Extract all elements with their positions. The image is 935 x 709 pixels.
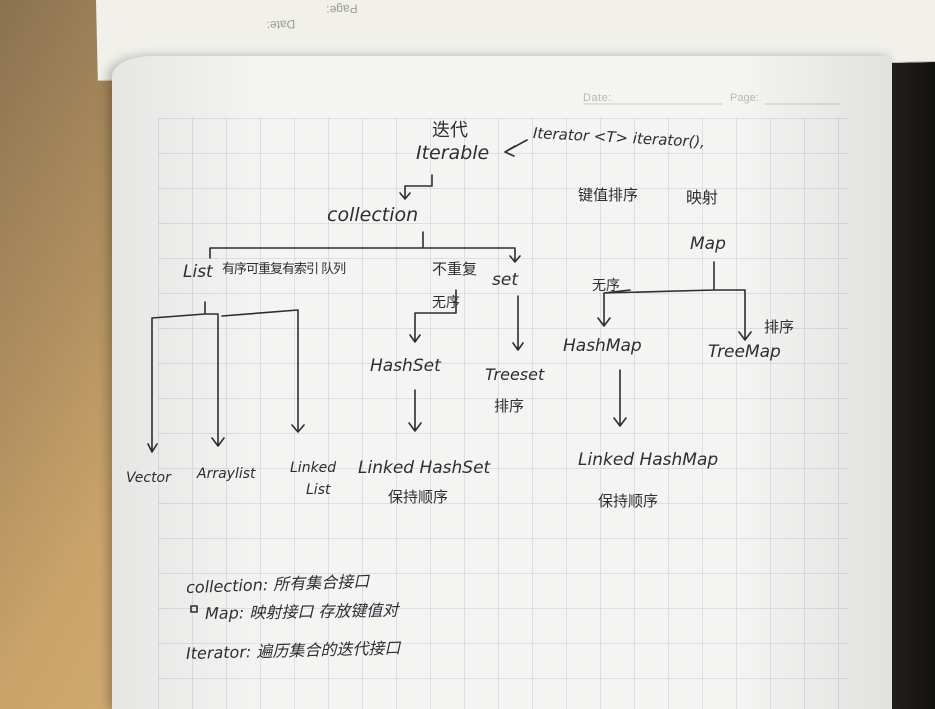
note-set: set	[492, 270, 518, 290]
note-linkedlist-2: List	[306, 482, 331, 498]
note-list-desc: 有序可重复有索引 队列	[222, 262, 346, 277]
note-treemap: TreeMap	[708, 342, 781, 362]
summary-bullet-box	[190, 605, 198, 613]
bracket-collection-children	[209, 231, 521, 263]
note-mapping: 映射	[686, 188, 719, 207]
note-linkedlist-1: Linked	[290, 460, 337, 476]
note-hashset: HashSet	[370, 356, 441, 376]
note-linkedhashset-note: 保持顺序	[388, 488, 449, 506]
note-treemap-sort: 排序	[764, 318, 795, 336]
note-kv-sort: 键值排序	[578, 186, 639, 204]
note-arraylist: Arraylist	[197, 466, 256, 482]
arrow-iterator-to-iterable	[504, 139, 528, 157]
note-collection: collection	[327, 204, 419, 226]
note-vector: Vector	[126, 470, 171, 486]
note-linkedhashmap-note: 保持顺序	[598, 492, 659, 510]
note-list: List	[183, 262, 213, 282]
date-label: Date:	[583, 92, 612, 104]
note-unordered-set: 无序	[432, 295, 460, 311]
grid-area	[158, 118, 848, 709]
note-unordered-map: 无序	[592, 278, 620, 294]
note-iterate: 迭代	[432, 120, 468, 141]
note-iterable: Iterable	[416, 142, 490, 164]
note-linkedhashset: Linked HashSet	[358, 458, 491, 478]
note-treeset: Treeset	[485, 365, 545, 384]
note-no-dup: 不重复	[432, 260, 478, 278]
arrow-hashmap-to-linked	[613, 369, 627, 427]
note-linkedhashmap: Linked HashMap	[578, 450, 719, 470]
note-treeset-sort: 排序	[494, 397, 525, 415]
arrow-hashset-to-linked	[408, 389, 422, 432]
page-label: Page:	[730, 92, 759, 104]
note-summary-map: Map: 映射接口 存放键值对	[204, 600, 399, 623]
note-hashmap: HashMap	[563, 336, 642, 356]
bracket-list-children	[147, 301, 305, 453]
note-map: Map	[690, 234, 726, 254]
arrow-iterable-to-collection	[399, 174, 433, 200]
bracket-map-children	[597, 261, 752, 341]
bracket-set-children	[409, 289, 524, 351]
